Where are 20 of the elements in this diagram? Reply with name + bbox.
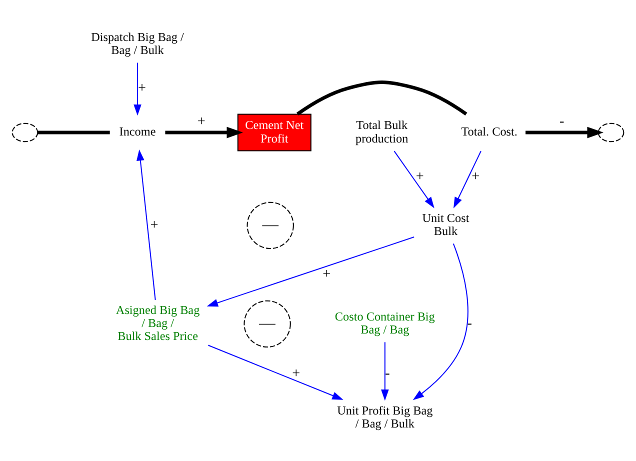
edge-label: - [385, 364, 390, 381]
edge-label: - [559, 113, 564, 130]
edge-label: + [197, 113, 206, 130]
label: — [262, 214, 278, 233]
edge-label: + [322, 265, 331, 282]
node-text: Dispatch Big Bag / Bag / Bulk [91, 29, 184, 57]
node-text: Asigned Big Bag / Bag / Bulk Sales Price [116, 302, 200, 343]
label: — [259, 313, 276, 332]
node-text: Total Bulk production [356, 118, 408, 145]
node-text: Income [119, 124, 156, 138]
node-text: Unit Profit Big Bag / Bag / Bulk [337, 402, 433, 430]
node-text: Costo Container Big Bag / Bag [334, 308, 435, 336]
edge-label: + [416, 168, 424, 184]
node-text: Unit Cost Bulk [422, 210, 470, 238]
edge-label: - [467, 315, 472, 332]
edge-label: + [150, 216, 158, 233]
node-text: Total. Cost. [461, 124, 518, 138]
edge-label: + [138, 80, 146, 96]
edge-label: + [472, 168, 480, 184]
edge-label: + [292, 364, 300, 381]
